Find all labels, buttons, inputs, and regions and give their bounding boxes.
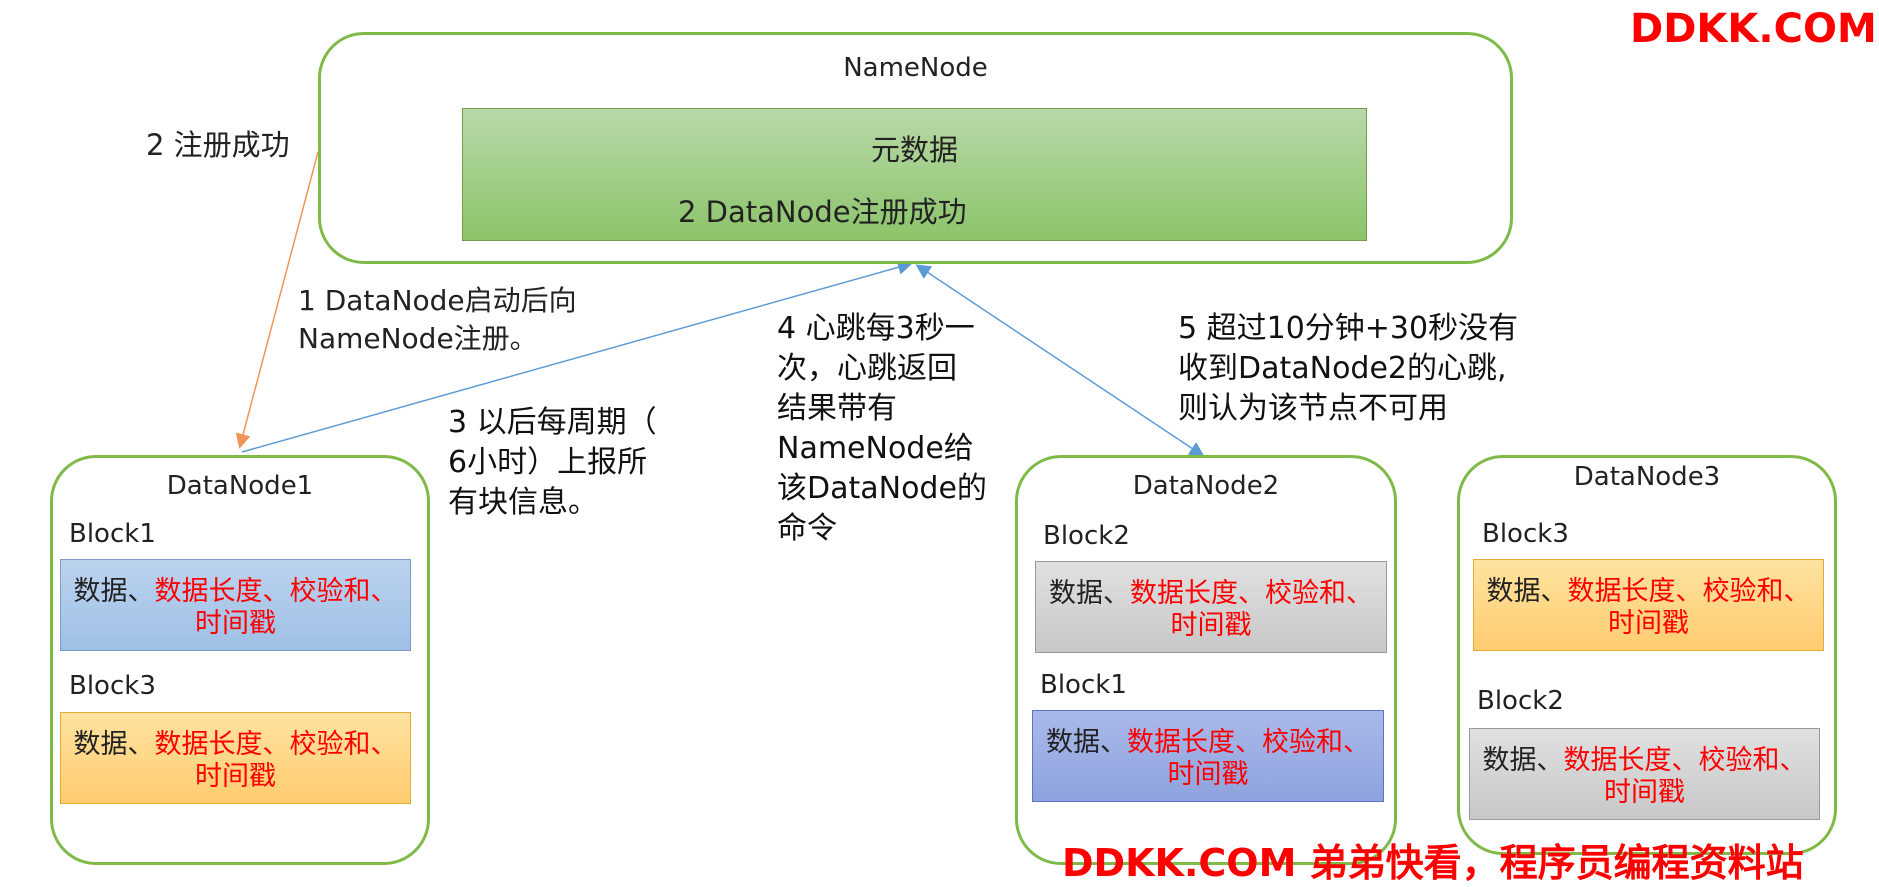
datanode2-box: DataNode2	[1015, 455, 1397, 865]
note-step1: 1 DataNode启动后向 NameNode注册。	[298, 284, 577, 355]
datanode3-block-label: Block2	[1477, 686, 1564, 716]
metadata-sub: 2 DataNode注册成功	[678, 195, 967, 229]
datanode1-block-label: Block3	[69, 671, 156, 701]
datanode1-title: DataNode1	[166, 471, 314, 501]
arrow-heartbeat-datanode2	[915, 264, 1205, 457]
metadata-title: 元数据	[870, 133, 958, 167]
datanode1-block-label: Block1	[69, 519, 156, 549]
namenode-title: NameNode	[843, 53, 988, 83]
datanode1-block1: 数据、数据长度、校验和、 时间戳	[60, 559, 411, 651]
datanode3-block3: 数据、数据长度、校验和、 时间戳	[1473, 559, 1824, 651]
datanode1-block3: 数据、数据长度、校验和、 时间戳	[60, 712, 411, 804]
watermark-top: DDKK.COM	[1630, 6, 1877, 52]
note-step5: 5 超过10分钟+30秒没有 收到DataNode2的心跳, 则认为该节点不可用	[1178, 311, 1519, 426]
watermark-bottom: DDKK.COM 弟弟快看，程序员编程资料站	[1062, 841, 1804, 885]
arrow-datanode1-report	[241, 260, 913, 453]
metadata-box: 元数据 2 DataNode注册成功	[462, 108, 1367, 241]
datanode2-block-label: Block1	[1040, 670, 1127, 700]
arrow-register-success	[235, 151, 319, 449]
datanode2-block1: 数据、数据长度、校验和、 时间戳	[1032, 710, 1384, 802]
datanode3-block-label: Block3	[1482, 519, 1569, 549]
note-step3: 3 以后每周期（ 6小时）上报所 有块信息。	[448, 405, 657, 520]
datanode2-block-label: Block2	[1043, 521, 1130, 551]
datanode2-block2: 数据、数据长度、校验和、 时间戳	[1035, 561, 1387, 653]
datanode2-title: DataNode2	[1132, 471, 1280, 501]
datanode3-block2: 数据、数据长度、校验和、 时间戳	[1469, 728, 1820, 820]
note-step4: 4 心跳每3秒一 次，心跳返回 结果带有 NameNode给 该DataNode…	[777, 311, 987, 546]
note-register-success: 2 注册成功	[146, 128, 290, 162]
datanode3-title: DataNode3	[1573, 462, 1721, 492]
